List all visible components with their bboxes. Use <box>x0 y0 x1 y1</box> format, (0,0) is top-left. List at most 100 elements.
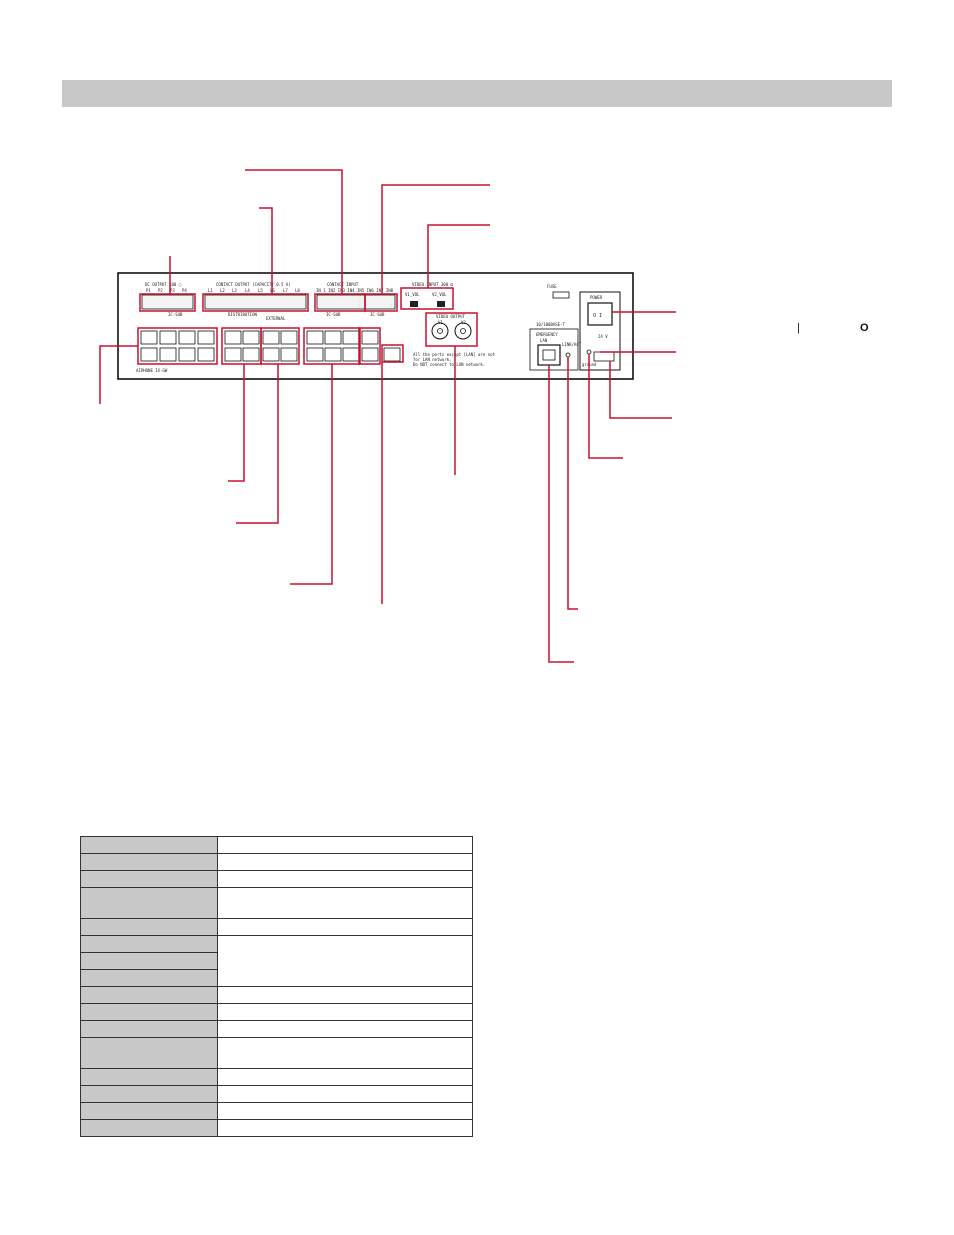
distribution-label: DISTRIBUTION <box>228 312 257 317</box>
external-highlight <box>260 327 300 365</box>
right-symbol-circle: O <box>860 322 869 334</box>
spec-row-value <box>217 1068 473 1086</box>
vol2-label: V2_VOL <box>432 292 447 297</box>
model-label: AIPHONE IX-GW <box>136 368 168 373</box>
contact-input-terminals: IN 1 IN2 IN3 IN4 IN5 IN6 IN7 IN8 <box>316 288 394 293</box>
spec-row-label <box>80 887 218 919</box>
vol1-label: V1_VOL <box>405 292 420 297</box>
spec-row-value <box>217 1102 473 1120</box>
spec-table <box>80 836 473 1137</box>
power-label: POWER <box>590 295 603 300</box>
section-header-bar <box>62 80 892 107</box>
dc-terminal-p3: P3 <box>170 288 175 293</box>
video-output-highlight <box>425 312 478 347</box>
contact-terminal-l8: L8 <box>295 288 300 293</box>
spec-row-value <box>217 870 473 888</box>
spec-row-value <box>217 836 473 854</box>
spec-row-label <box>80 1037 218 1069</box>
lan-port-inner <box>542 349 556 361</box>
spec-row-label <box>80 1003 218 1021</box>
spec-row-label <box>80 986 218 1004</box>
spec-row-label <box>80 1119 218 1137</box>
video-output-label: VIDEO OUTPUT <box>436 314 465 319</box>
spec-row-label <box>80 1102 218 1120</box>
ic-sub-right-label: IC-SUB <box>326 312 341 317</box>
link-act-indicator <box>565 352 571 358</box>
ic-sub-jacks-right[interactable] <box>306 330 360 362</box>
power-section-frame <box>579 291 621 371</box>
contact-terminal-l4: L4 <box>245 288 250 293</box>
dc-output-label: DC OUTPUT 100 ▢ <box>145 282 182 287</box>
contact-output-label: CONTACT OUTPUT (CAPACITY 0.5 A) <box>216 282 291 287</box>
spec-row-label <box>80 1020 218 1038</box>
spec-row-value <box>217 918 473 936</box>
contact-input-label: CONTACT INPUT <box>327 282 359 287</box>
ic-sub-right2-label: IC-SUB <box>370 312 385 317</box>
lan-label: 10/100BASE-T <box>536 322 565 327</box>
dc-output-block[interactable] <box>141 294 194 310</box>
spec-row-label <box>80 836 218 854</box>
dc-terminal-p4: P4 <box>182 288 187 293</box>
dc-terminal-p2: P2 <box>158 288 163 293</box>
spec-row-value <box>217 853 473 871</box>
contact-input-block[interactable] <box>316 294 396 310</box>
spec-row-value <box>217 1119 473 1137</box>
spec-row-value <box>217 1085 473 1103</box>
dc-input-terminal[interactable] <box>593 351 615 362</box>
contact-output-block[interactable] <box>204 294 307 310</box>
spec-row-label <box>80 969 218 987</box>
spec-row-value <box>217 1003 473 1021</box>
callout-leader-lines <box>99 169 676 663</box>
fuse-label: FUSE <box>547 284 557 289</box>
spec-row-label <box>80 1068 218 1086</box>
link-act-label: LINK/ACT <box>562 342 582 347</box>
vol1-trimmer[interactable] <box>410 301 418 307</box>
contact-output-highlight <box>202 293 309 312</box>
dc-terminal-p1: P1 <box>146 288 151 293</box>
power-switch-marks: O I <box>593 313 602 319</box>
video-output-v2-label: V2 <box>461 320 466 325</box>
video-input-label: VIDEO INPUT 300 Ω <box>412 282 454 287</box>
contact-terminal-l2: L2 <box>220 288 225 293</box>
spec-row-value <box>217 1037 473 1069</box>
external-jacks[interactable] <box>262 330 298 362</box>
spec-row-value <box>217 986 473 1004</box>
ic-sub-right2-highlight <box>358 327 381 365</box>
single-jack[interactable] <box>383 347 401 362</box>
video-output-v2-connector[interactable] <box>454 322 472 340</box>
distribution-jacks[interactable] <box>224 330 260 362</box>
spec-row-value <box>217 1020 473 1038</box>
notice-line-3: Do NOT connect to LAN network. <box>413 362 485 367</box>
video-output-v1-pin <box>437 328 443 334</box>
spec-row-label <box>80 853 218 871</box>
video-output-v1-label: V1 <box>438 320 443 325</box>
rear-panel-diagram: DC OUTPUT 100 ▢ P1 P2 P3 P4 CONTACT OUTP… <box>99 169 869 663</box>
right-symbol-bar: | <box>797 322 800 334</box>
emergency-label: EMERGENCY <box>536 332 558 337</box>
ic-sub-left-label: IC-SUB <box>168 312 183 317</box>
ic-sub-jacks-left[interactable] <box>140 330 215 362</box>
spec-row-value <box>217 887 473 919</box>
spec-row-label <box>80 952 218 970</box>
spec-row-label <box>80 1085 218 1103</box>
video-output-v1-connector[interactable] <box>431 322 449 340</box>
vol2-trimmer[interactable] <box>437 301 445 307</box>
notice-line-1: All the ports except [LAN] are not <box>413 352 495 357</box>
contact-input-extra-highlight <box>364 293 398 312</box>
fuse-holder[interactable] <box>552 291 570 299</box>
dc-output-terminals: P1 P2 P3 P4 <box>146 288 187 293</box>
contact-terminal-l3: L3 <box>232 288 237 293</box>
contact-terminal-l5: L5 <box>258 288 263 293</box>
dc-output-highlight <box>139 293 196 312</box>
lan-section-frame <box>529 328 579 371</box>
lan-port-label: LAN <box>540 338 548 343</box>
single-jack-highlight <box>381 344 404 363</box>
contact-terminal-l7: L7 <box>283 288 288 293</box>
power-switch[interactable] <box>587 302 613 326</box>
video-volume-highlight <box>400 287 454 310</box>
lan-port[interactable] <box>537 344 561 366</box>
ic-sub-jacks-right2[interactable] <box>361 330 379 362</box>
spec-row-label <box>80 918 218 936</box>
video-output-v2-pin <box>460 328 466 334</box>
spec-row-label <box>80 935 218 953</box>
